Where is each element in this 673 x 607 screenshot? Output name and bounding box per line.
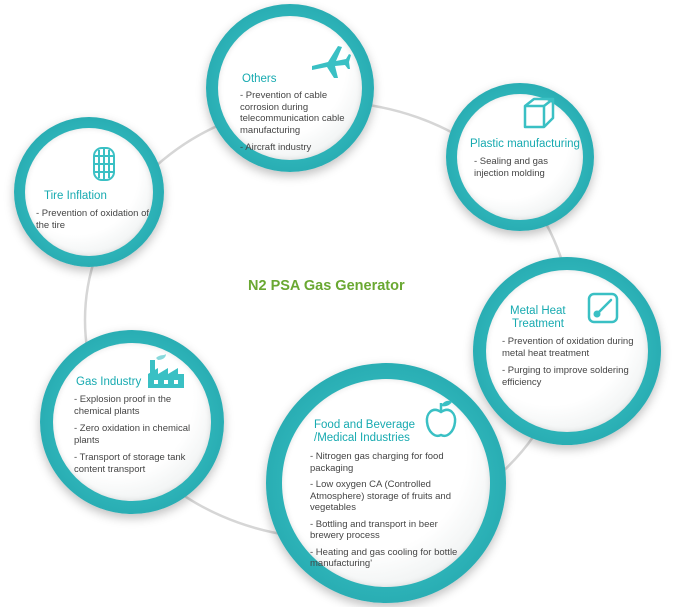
- node-gas-items: - Explosion proof in the chemical plants…: [74, 394, 204, 481]
- apple-icon: [425, 400, 457, 437]
- node-tire-inflation: [14, 117, 164, 267]
- node-plastic-items: - Sealing and gas injection molding: [474, 156, 574, 185]
- list-item: - Low oxygen CA (Controlled Atmosphere) …: [310, 479, 451, 513]
- list-item: - Aircraft industry: [240, 142, 312, 153]
- list-item: - Prevention of cable corrosion during t…: [240, 90, 345, 136]
- list-item: - Sealing and gas injection molding: [474, 156, 548, 179]
- node-food-title-line2: /Medical Industries: [314, 432, 410, 444]
- node-others-title: Others: [242, 73, 277, 85]
- list-item: - Zero oxidation in chemical plants: [74, 423, 191, 446]
- diagram-center-title: N2 PSA Gas Generator: [248, 278, 405, 294]
- list-item: - Prevention of oxidation of the tire: [36, 208, 150, 231]
- list-item: - Heating and gas cooling for bottle man…: [310, 546, 458, 570]
- list-item: - Transport of storage tank content tran…: [74, 452, 186, 475]
- gauge-icon: [587, 292, 619, 324]
- node-plastic-manufacturing: [446, 83, 594, 231]
- list-item: - Prevention of oxidation during metal h…: [502, 336, 634, 359]
- node-food-items: - Nitrogen gas charging for food packagi…: [310, 451, 460, 570]
- node-gas-title: Gas Industry: [76, 376, 142, 388]
- node-others: [206, 4, 374, 172]
- node-tire-title: Tire Inflation: [44, 190, 107, 202]
- list-item: - Nitrogen gas charging for food packagi…: [310, 451, 444, 474]
- node-metal-items: - Prevention of oxidation during metal h…: [502, 336, 640, 394]
- list-item: - Purging to improve soldering efficienc…: [502, 365, 629, 388]
- node-food-title-line1: Food and Beverage: [314, 419, 416, 431]
- node-metal-title-line1: Metal Heat: [510, 305, 566, 317]
- factory-icon: [148, 354, 184, 388]
- cube-icon: [523, 97, 555, 129]
- node-food-beverage-medical: [266, 363, 506, 603]
- list-item: - Explosion proof in the chemical plants: [74, 394, 172, 417]
- list-item: - Bottling and transport in beer brewery…: [310, 518, 438, 542]
- airplane-icon: [312, 46, 351, 78]
- node-gas-industry: [40, 330, 224, 514]
- node-others-items: - Prevention of cable corrosion during t…: [240, 90, 368, 160]
- tire-icon: [93, 147, 115, 181]
- node-metal-title-line2: Treatment: [512, 318, 564, 330]
- node-metal-heat-treatment: [473, 257, 661, 445]
- node-tire-items: - Prevention of oxidation of the tire: [36, 208, 152, 237]
- node-plastic-title: Plastic manufacturing: [470, 138, 580, 150]
